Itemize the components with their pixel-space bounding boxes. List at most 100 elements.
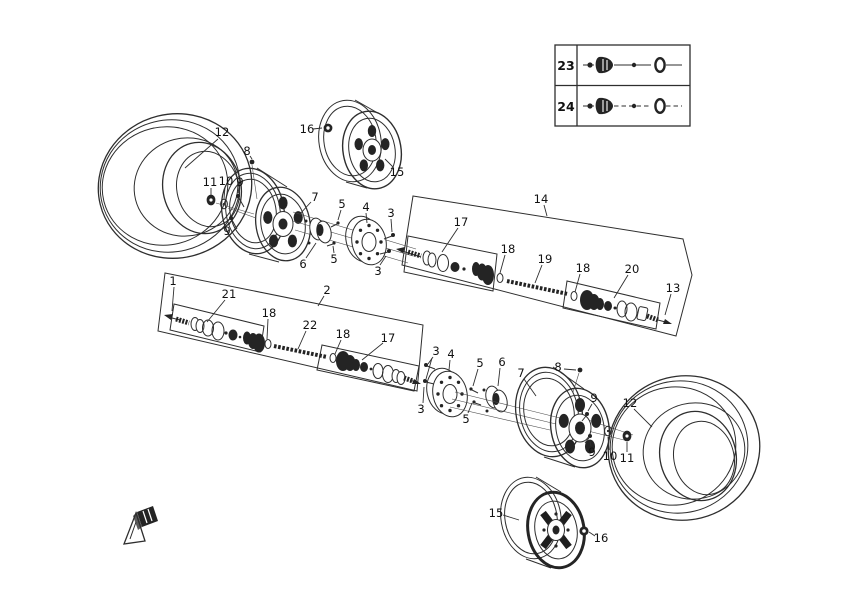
wheel-hub-6-lower <box>482 385 508 413</box>
legend-table: 23 24 <box>554 44 691 127</box>
callout-18: 18 <box>574 261 591 293</box>
callout-5: 5 <box>472 356 484 387</box>
callout-label-13: 13 <box>666 281 681 295</box>
callout-label-5: 5 <box>338 197 345 211</box>
callout-label-18: 18 <box>501 242 516 256</box>
cv-axle-assembly-icon-row-23 <box>583 56 682 74</box>
callout-label-20: 20 <box>625 262 640 276</box>
fasteners-lower <box>572 367 632 444</box>
callout-label-10: 10 <box>603 449 618 463</box>
callout-12: 12 <box>623 396 653 428</box>
callout-16: 16 <box>588 531 608 545</box>
callout-label-18: 18 <box>576 261 591 275</box>
callout-10: 10 <box>603 436 618 463</box>
callout-6: 6 <box>299 242 317 271</box>
callout-18: 18 <box>499 242 516 274</box>
cv-axle-rear <box>164 314 421 385</box>
tire-front <box>97 113 253 259</box>
callout-9: 9 <box>236 175 244 194</box>
callout-label-15: 15 <box>390 165 405 179</box>
callout-13: 13 <box>664 281 681 316</box>
callout-label-8: 8 <box>554 360 561 374</box>
legend-ref-23: 23 <box>557 58 574 73</box>
callout-label-19: 19 <box>538 252 553 266</box>
callout-label-22: 22 <box>303 318 318 332</box>
fasteners-upper <box>206 159 258 230</box>
callout-label-3: 3 <box>374 264 381 278</box>
wheel-rim-15-upper <box>318 99 403 190</box>
callout-label-17: 17 <box>381 331 396 345</box>
callout-15: 15 <box>384 158 405 179</box>
callout-17: 17 <box>441 215 469 253</box>
callout-6: 6 <box>497 355 506 387</box>
callout-label-3: 3 <box>432 344 439 358</box>
callout-label-8: 8 <box>243 144 250 158</box>
callout-label-1: 1 <box>169 274 176 288</box>
callout-label-10: 10 <box>219 174 234 188</box>
callout-label-18: 18 <box>336 327 351 341</box>
wheel-rim-7-upper <box>220 167 312 263</box>
callout-4: 4 <box>447 347 455 371</box>
callout-label-12: 12 <box>215 125 230 139</box>
callout-label-21: 21 <box>222 287 237 301</box>
wheel-rim-7-lower <box>514 366 611 469</box>
callout-3: 3 <box>417 386 425 416</box>
callout-4: 4 <box>362 200 370 224</box>
callout-10: 10 <box>219 174 234 200</box>
callout-9: 9 <box>587 391 598 412</box>
callout-20: 20 <box>613 262 640 299</box>
callout-label-3: 3 <box>417 402 424 416</box>
callout-18: 18 <box>262 306 276 340</box>
callout-11: 11 <box>620 442 634 465</box>
callout-label-9: 9 <box>223 224 230 238</box>
axle-nut-16-lower <box>579 526 589 536</box>
disc-bolts-3-lower <box>423 363 436 385</box>
callout-17: 17 <box>361 331 396 361</box>
callout-label-12: 12 <box>623 396 638 410</box>
callout-8: 8 <box>243 144 253 160</box>
callout-7: 7 <box>517 366 537 397</box>
callout-label-7: 7 <box>311 190 318 204</box>
legend-ref-24: 24 <box>557 99 575 114</box>
axle-guide-lines-lower <box>449 391 634 442</box>
callout-label-6: 6 <box>299 257 306 271</box>
callout-label-7: 7 <box>517 366 524 380</box>
callout-16: 16 <box>300 122 323 136</box>
callout-9: 9 <box>588 440 596 459</box>
disc-bolts-3-upper <box>379 233 395 255</box>
callout-label-16: 16 <box>300 122 315 136</box>
callout-label-5: 5 <box>462 412 469 426</box>
callout-11: 11 <box>203 175 218 195</box>
callout-3: 3 <box>387 206 395 233</box>
callout-2: 2 <box>317 283 331 307</box>
callout-label-15: 15 <box>489 506 504 520</box>
callout-label-17: 17 <box>454 215 469 229</box>
callout-18: 18 <box>334 327 351 355</box>
axle-nut-16-upper <box>323 123 333 133</box>
callout-label-4: 4 <box>447 347 454 361</box>
tire-rear <box>607 375 761 521</box>
front-direction-arrow-icon <box>122 506 158 545</box>
wheel-hub-6-upper <box>304 217 332 245</box>
brake-disc-4-lower <box>426 367 468 418</box>
hub-bolts-5-upper <box>326 221 340 247</box>
callout-19: 19 <box>534 252 553 284</box>
callout-label-3: 3 <box>387 206 394 220</box>
callout-label-9: 9 <box>590 391 597 405</box>
cv-axle-front <box>396 247 672 324</box>
cv-axle-assembly-icon-row-24 <box>583 97 682 115</box>
callout-label-4: 4 <box>362 200 369 214</box>
callout-3: 3 <box>425 344 440 380</box>
callout-9: 9 <box>223 220 232 238</box>
callout-12: 12 <box>184 125 230 169</box>
callout-5: 5 <box>337 197 346 221</box>
callout-7: 7 <box>298 190 319 216</box>
callout-14: 14 <box>534 192 549 217</box>
callout-label-14: 14 <box>534 192 549 206</box>
callout-label-11: 11 <box>203 175 218 189</box>
callout-3: 3 <box>374 255 387 278</box>
callout-label-5: 5 <box>330 252 337 266</box>
callout-15: 15 <box>489 506 520 521</box>
